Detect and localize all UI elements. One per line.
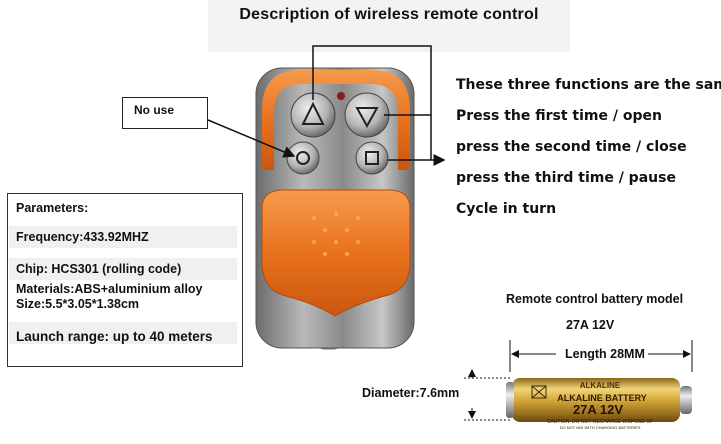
button-stop-icon	[355, 141, 389, 175]
no-use-box	[122, 97, 208, 129]
function-line-2: Press the first time / open	[456, 108, 662, 124]
battery-length-label: Length 28MM	[562, 347, 648, 361]
parameter-chip: Chip: HCS301 (rolling code)	[16, 262, 182, 276]
battery-model-text: 27A 12V	[573, 402, 623, 417]
function-line-5: Cycle in turn	[456, 201, 557, 217]
no-use-label: No use	[134, 103, 175, 117]
battery-brand-text: ALKALINE	[580, 381, 621, 390]
parameters-heading: Parameters:	[16, 201, 89, 215]
battery-type-text: ALKALINE BATTERY	[557, 393, 647, 403]
function-line-1: These three functions are the same	[456, 77, 721, 93]
function-line-3: press the second time / close	[456, 139, 687, 155]
parameter-size: Size:5.5*3.05*1.38cm	[16, 297, 140, 311]
button-circle-icon	[286, 141, 320, 175]
parameter-band	[9, 226, 237, 248]
battery-model: 27A 12V	[566, 318, 615, 332]
title-band	[208, 0, 570, 52]
button-down-icon	[344, 92, 390, 138]
function-line-4: press the third time / pause	[456, 170, 676, 186]
parameter-materials: Materials:ABS+aluminium alloy	[16, 282, 203, 296]
parameter-launch-range: Launch range: up to 40 meters	[16, 329, 213, 344]
remote-control	[255, 67, 415, 350]
parameter-frequency: Frequency:433.92MHZ	[16, 230, 149, 244]
callout-lines	[207, 45, 446, 166]
battery-caution-text-2: DO NOT MIX WITH CHARGING BATTERIES	[560, 425, 641, 430]
battery-diameter-label: Diameter:7.6mm	[362, 386, 460, 400]
page-title: Description of wireless remote control	[239, 6, 539, 23]
battery-caution-text: CAUTION: DO NOT RECHARGE DISPOSE OF	[547, 419, 653, 425]
parameter-band	[9, 258, 237, 280]
battery-caption: Remote control battery model	[506, 292, 684, 306]
dimension-lines	[464, 340, 693, 421]
battery-image: ALKALINE ALKALINE BATTERY 27A 12V CAUTIO…	[506, 378, 692, 430]
parameter-band	[9, 322, 237, 344]
